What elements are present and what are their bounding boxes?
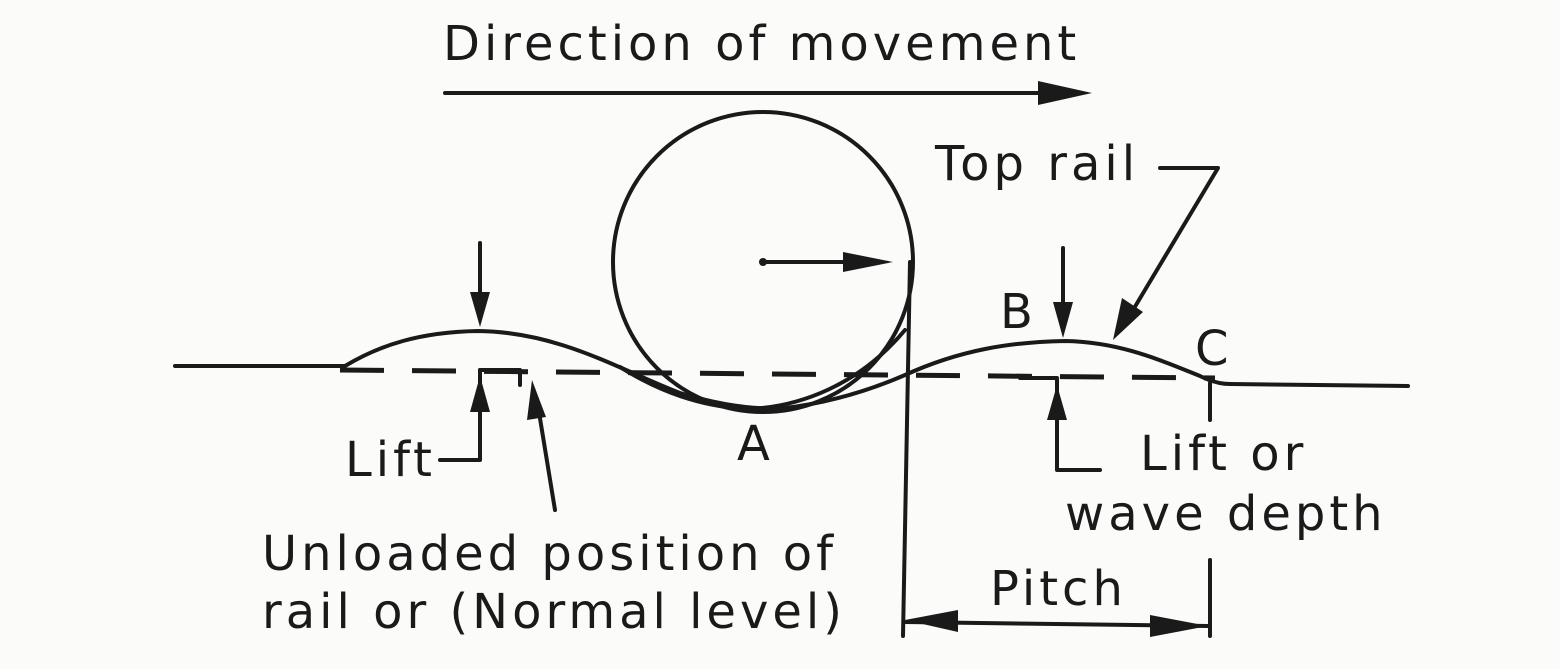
wheel-circle: [611, 110, 915, 414]
point-c-label: C: [1195, 321, 1233, 377]
pitch-label: Pitch: [990, 561, 1127, 617]
top-rail-label: Top rail: [935, 136, 1140, 192]
lift-label: Lift: [345, 432, 436, 488]
point-b-label: B: [1000, 284, 1037, 340]
left-lift-bracket: [438, 368, 482, 462]
right-lift-bottom-arrow-head: [1047, 385, 1067, 420]
normal-level-dashed-line: [339, 367, 1216, 381]
direction-label: Direction of movement: [443, 16, 1081, 72]
lift-or-label: Lift or: [1140, 426, 1308, 482]
direction-arrow-head: [1038, 81, 1092, 105]
pitch-arrow-left-head: [905, 610, 958, 632]
left-lift-notch: [478, 368, 522, 387]
top-rail-arrow-head: [1113, 298, 1143, 340]
left-lift-bottom-arrow-head: [470, 376, 490, 412]
right-lift-top-arrow-head: [1053, 302, 1073, 338]
unloaded-leader-line: [535, 398, 557, 512]
rail-profile-line: [173, 329, 1410, 411]
unloaded-label-line1: Unloaded position of: [262, 526, 838, 582]
pitch-start-line: [901, 260, 912, 638]
wave-depth-label: wave depth: [1065, 486, 1387, 542]
unloaded-leader-arrow-head: [527, 380, 546, 420]
unloaded-label-line2: rail or (Normal level): [262, 584, 846, 640]
right-lift-bracket: [1055, 378, 1102, 472]
wheel-radius-arrow-head: [843, 252, 893, 272]
point-a-label: A: [737, 416, 774, 472]
top-rail-leader: [1128, 166, 1220, 317]
rail-deflection-curve: [618, 328, 907, 411]
pitch-arrow-right-head: [1150, 615, 1208, 637]
left-lift-top-arrow-head: [470, 292, 490, 327]
